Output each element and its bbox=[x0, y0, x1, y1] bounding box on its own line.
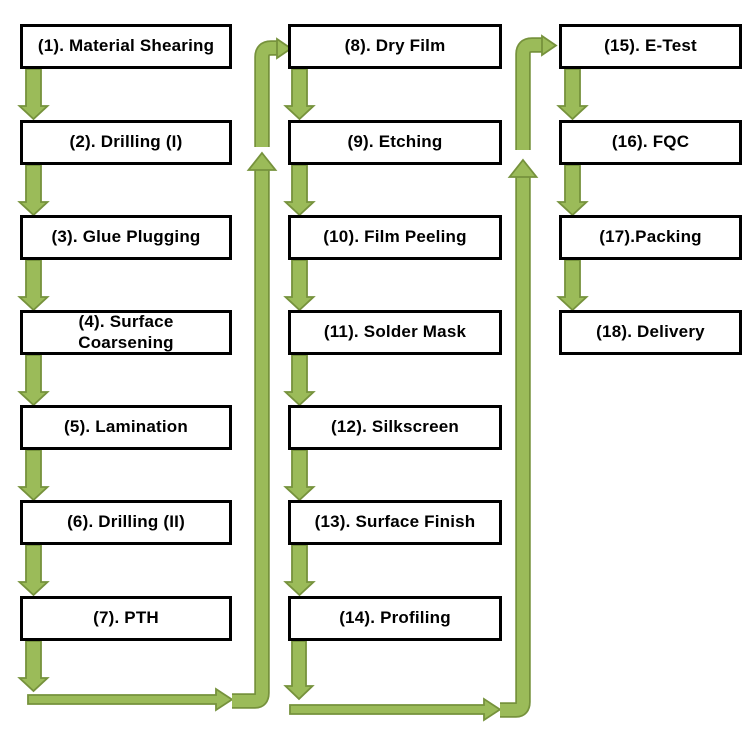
step-box-12-silkscreen: (12). Silkscreen bbox=[288, 405, 502, 450]
step-box-7-pth: (7). PTH bbox=[20, 596, 232, 641]
step-box-8-dry-film: (8). Dry Film bbox=[288, 24, 502, 69]
down-arrow-7-out bbox=[18, 640, 49, 692]
step-box-16-fqc: (16). FQC bbox=[559, 120, 742, 165]
step-box-11-solder-mask: (11). Solder Mask bbox=[288, 310, 502, 355]
down-arrow-17-18 bbox=[557, 259, 588, 311]
step-box-18-delivery: (18). Delivery bbox=[559, 310, 742, 355]
horizontal-arrow-col2-bottom bbox=[289, 697, 502, 722]
down-arrow-4-5 bbox=[18, 354, 49, 406]
down-arrow-10-11 bbox=[284, 259, 315, 311]
elbow-line-col2-col3 bbox=[500, 177, 529, 716]
right-arrowhead-into-box15 bbox=[541, 34, 558, 57]
up-arrowhead-col1-col2 bbox=[246, 151, 278, 171]
step-box-13-surface-finish: (13). Surface Finish bbox=[288, 500, 502, 545]
elbow-arrow-into-box8 bbox=[256, 42, 279, 147]
step-box-15-e-test: (15). E-Test bbox=[559, 24, 742, 69]
elbow-line-col1-col2 bbox=[232, 170, 268, 707]
down-arrow-6-7 bbox=[18, 544, 49, 596]
elbow-arrow-into-box15 bbox=[517, 39, 542, 150]
step-box-1-material-shearing: (1). Material Shearing bbox=[20, 24, 232, 69]
down-arrow-11-12 bbox=[284, 354, 315, 406]
down-arrow-16-17 bbox=[557, 164, 588, 216]
horizontal-arrow-col1-bottom bbox=[27, 687, 234, 712]
step-box-9-etching: (9). Etching bbox=[288, 120, 502, 165]
down-arrow-3-4 bbox=[18, 259, 49, 311]
step-box-3-glue-plugging: (3). Glue Plugging bbox=[20, 215, 232, 260]
down-arrow-2-3 bbox=[18, 164, 49, 216]
down-arrow-9-10 bbox=[284, 164, 315, 216]
step-box-10-film-peeling: (10). Film Peeling bbox=[288, 215, 502, 260]
step-box-2-drilling-1: (2). Drilling (I) bbox=[20, 120, 232, 165]
down-arrow-13-14 bbox=[284, 544, 315, 596]
down-arrow-5-6 bbox=[18, 449, 49, 501]
step-box-6-drilling-2: (6). Drilling (II) bbox=[20, 500, 232, 545]
down-arrow-8-9 bbox=[284, 68, 315, 120]
down-arrow-14-out bbox=[283, 640, 315, 701]
down-arrow-15-16 bbox=[557, 68, 588, 120]
down-arrow-1-2 bbox=[18, 68, 49, 120]
step-box-14-profiling: (14). Profiling bbox=[288, 596, 502, 641]
up-arrowhead-col2-col3 bbox=[507, 158, 539, 178]
down-arrow-12-13 bbox=[284, 449, 315, 501]
step-box-17-packing: (17).Packing bbox=[559, 215, 742, 260]
step-box-4-surface-coarsening: (4). Surface Coarsening bbox=[20, 310, 232, 355]
right-arrowhead-into-box8 bbox=[276, 37, 293, 60]
step-box-5-lamination: (5). Lamination bbox=[20, 405, 232, 450]
